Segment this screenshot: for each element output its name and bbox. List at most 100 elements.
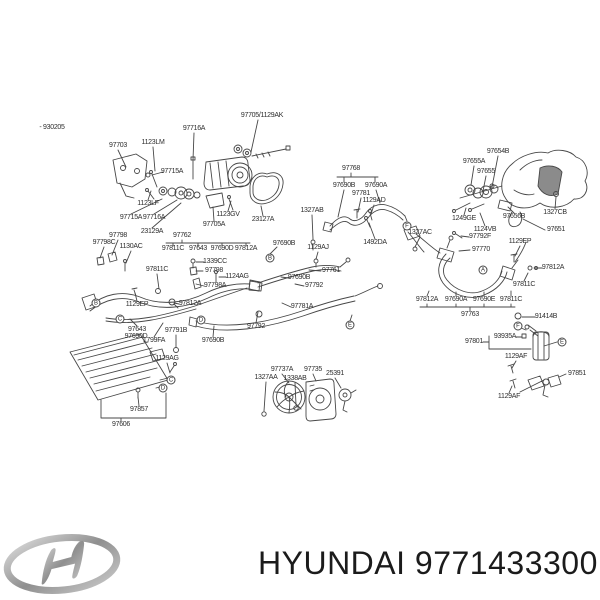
part-label: 25391 xyxy=(326,370,344,378)
connector-letter: D xyxy=(158,383,168,393)
part-label: 93935A xyxy=(493,333,517,341)
middle-pipe xyxy=(248,257,351,292)
part-label: 97656B xyxy=(502,213,526,221)
part-label: 1492DA xyxy=(363,239,387,247)
part-label: 97655A xyxy=(462,158,486,166)
part-label: 97690D xyxy=(210,245,234,253)
part-label: 97690B xyxy=(287,274,311,282)
connector-letter: B xyxy=(91,298,101,308)
footer-part-number: HYUNDAI 9771433300 xyxy=(258,545,598,581)
connector-letter: F xyxy=(513,321,523,331)
part-label: 97857 xyxy=(130,406,148,414)
part-label: 1123LF xyxy=(137,200,159,208)
part-label: 97812A xyxy=(178,300,202,308)
part-label: 97606 xyxy=(112,421,130,429)
part-label: 97643 xyxy=(189,245,207,253)
footer: HYUNDAI 9771433300 xyxy=(0,528,600,600)
part-label: 97761 xyxy=(322,267,340,275)
part-label: 97798 xyxy=(109,232,127,240)
part-label: 97643 xyxy=(128,326,146,334)
part-label: 1123GV xyxy=(216,211,240,219)
part-label: 97705A xyxy=(202,221,226,229)
pipe-clips xyxy=(96,251,218,294)
part-label: 97705/1129AK xyxy=(240,112,284,120)
part-label: 97770 xyxy=(472,246,490,254)
part-label: 97812A xyxy=(415,296,439,304)
part-label: 97716A xyxy=(182,125,206,133)
part-label: 97811C xyxy=(512,281,536,289)
part-label: 97811C xyxy=(161,245,185,253)
part-label: 97811C xyxy=(145,266,169,274)
part-label: 23127A xyxy=(251,216,275,224)
part-label: 97792 xyxy=(305,282,323,290)
part-label: 97851 xyxy=(568,370,586,378)
part-label: 1130AC xyxy=(119,243,143,251)
compressor-assembly xyxy=(112,144,291,211)
part-label: 97654B xyxy=(486,148,510,156)
part-label: 97798 xyxy=(205,267,223,275)
part-label: 97703 xyxy=(109,142,127,150)
part-label: 91414B xyxy=(534,313,558,321)
part-label: 1129AD xyxy=(362,197,386,205)
part-label: 97737A xyxy=(270,366,294,374)
leader-lines xyxy=(99,119,567,422)
part-label: 97690B xyxy=(272,240,296,248)
part-label: 1124VB xyxy=(473,226,497,234)
part-label: 1327AC xyxy=(408,229,432,237)
part-label: 1799FA xyxy=(142,337,166,345)
discharge-pipe xyxy=(310,204,425,253)
part-label: 1129AF xyxy=(497,393,521,401)
part-labels-layer: - 930205 97703 1123LM 97716A 97705/1129AK 977… xyxy=(39,112,586,429)
part-label: 1129EP xyxy=(125,301,149,309)
part-label: - 930205 xyxy=(39,124,65,132)
parts-diagram-art xyxy=(69,119,588,422)
connector-letter: E xyxy=(345,320,355,330)
part-label: 97768 xyxy=(342,165,360,173)
part-label: 97735 xyxy=(304,366,322,374)
connector-letter: D xyxy=(196,315,206,325)
connector-letter: F xyxy=(402,221,412,231)
part-label: 1129AJ xyxy=(307,244,329,252)
part-label: 97763 xyxy=(461,311,479,319)
part-label: 97798A xyxy=(203,282,227,290)
part-label: 97781 xyxy=(352,190,370,198)
part-label: 97690A xyxy=(364,182,388,190)
part-label: 97690B xyxy=(201,337,225,345)
part-label: 97690E xyxy=(472,296,496,304)
hyundai-logo-icon xyxy=(3,534,121,594)
part-label: 1338AB xyxy=(283,375,307,383)
connector-letter: B xyxy=(265,253,275,263)
part-label: 97651 xyxy=(547,226,565,234)
part-label: 97655 xyxy=(477,168,495,176)
connector-letter: C xyxy=(115,314,125,324)
part-label: 23129A xyxy=(140,228,164,236)
part-label: 97690B xyxy=(332,182,356,190)
part-label: 97792F xyxy=(469,233,491,241)
part-label: 1123LM xyxy=(141,139,165,147)
part-label: 1129AG xyxy=(155,355,179,363)
part-label: 97690A xyxy=(444,296,468,304)
lower-hose xyxy=(188,283,383,331)
part-label: 1327AB xyxy=(300,207,324,215)
part-label: 97762 xyxy=(173,232,191,240)
part-label: 1129EP xyxy=(508,238,532,246)
part-label: 1249GE xyxy=(452,215,476,223)
part-label: 97715A xyxy=(119,214,143,222)
part-label: 97812A xyxy=(234,245,258,253)
connector-letter: A xyxy=(478,265,488,275)
part-label: 97715A xyxy=(160,168,184,176)
part-label: 1339CC xyxy=(203,258,227,266)
part-label: 1327CB xyxy=(543,209,567,217)
part-label: 97801 xyxy=(465,338,483,346)
part-label: 1129AF xyxy=(504,353,528,361)
part-label: 97792 xyxy=(247,323,265,331)
main-hose xyxy=(415,231,538,298)
receiver-drier xyxy=(507,312,562,398)
part-label: 1124AG xyxy=(225,273,249,281)
part-label: 97690D xyxy=(124,333,148,341)
liquid-pipe xyxy=(105,287,248,353)
part-label: 97791B xyxy=(164,327,188,335)
engine-outline xyxy=(452,149,588,228)
part-label: 1327AA xyxy=(254,374,278,382)
